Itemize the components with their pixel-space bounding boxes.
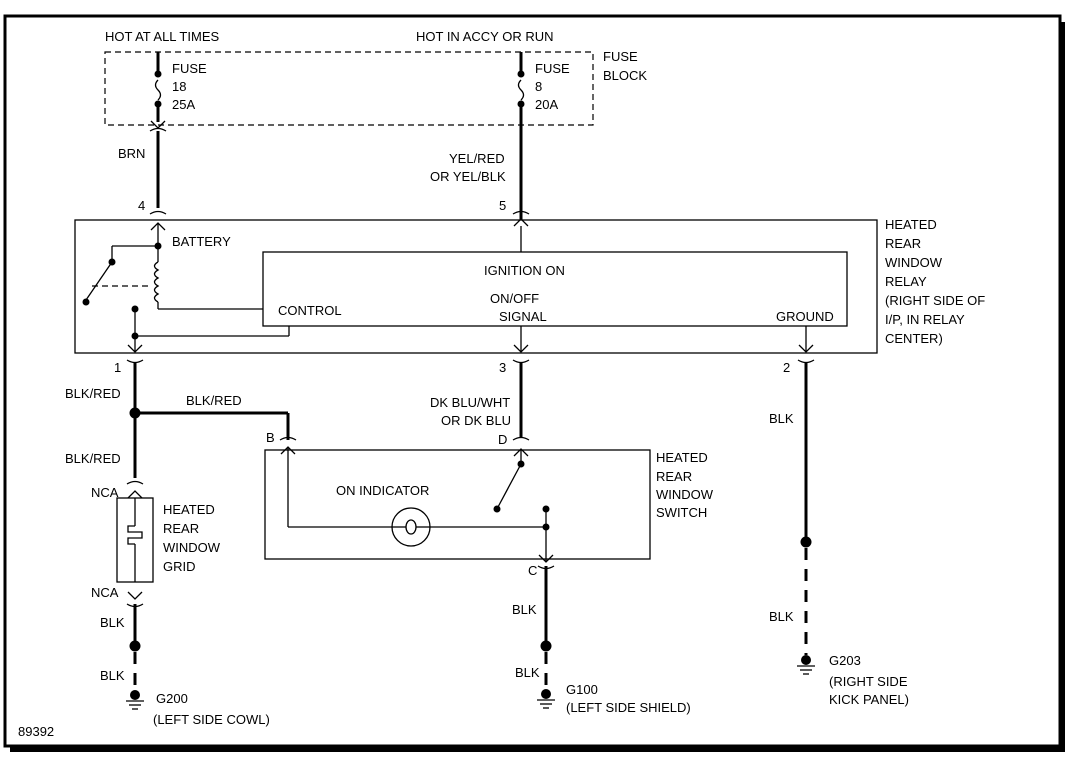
relay-label-5: (RIGHT SIDE OF <box>885 293 985 308</box>
relay-label-1: HEATED <box>885 217 937 232</box>
g100-ground-icon <box>537 689 555 709</box>
blk-red-label-2: BLK/RED <box>186 393 242 408</box>
g203-label: G203 <box>829 653 861 668</box>
fuse-8-label-3: 20A <box>535 97 558 112</box>
relay-module-box <box>262 251 848 327</box>
diagram-id: 89392 <box>18 724 54 739</box>
grid-label-3: WINDOW <box>163 540 221 555</box>
pin-5-label: 5 <box>499 198 506 213</box>
blk-red-label-3: BLK/RED <box>65 451 121 466</box>
pin-5-connector <box>512 210 530 215</box>
fuse-block-label-2: BLOCK <box>603 68 647 83</box>
nca-bottom-label: NCA <box>91 585 119 600</box>
grid-label-4: GRID <box>163 559 196 574</box>
pin-c-label: C <box>528 563 537 578</box>
fuse-8-label-2: 8 <box>535 79 542 94</box>
relay-label-3: WINDOW <box>885 255 943 270</box>
g200-location: (LEFT SIDE COWL) <box>153 712 270 727</box>
relay-label-4: RELAY <box>885 274 927 289</box>
blk-red-label-1: BLK/RED <box>65 386 121 401</box>
blk-switch-label-2: BLK <box>515 665 540 680</box>
pin-4-label: 4 <box>138 198 145 213</box>
signal-label: SIGNAL <box>499 309 547 324</box>
dk-blu-label-1: DK BLU/WHT <box>430 395 510 410</box>
switch-label-3: WINDOW <box>656 487 714 502</box>
on-indicator-lamp-icon <box>391 507 431 547</box>
fuse-18-label-1: FUSE <box>172 61 207 76</box>
pin-d-label: D <box>498 432 507 447</box>
switch-label-1: HEATED <box>656 450 708 465</box>
grid-label-1: HEATED <box>163 502 215 517</box>
hot-at-all-times-label: HOT AT ALL TIMES <box>105 29 219 44</box>
relay-label-7: CENTER) <box>885 331 943 346</box>
hot-in-accy-or-run-label: HOT IN ACCY OR RUN <box>416 29 553 44</box>
pin-3-label: 3 <box>499 360 506 375</box>
blk-grid-label-1: BLK <box>100 615 125 630</box>
fuse-18-label-2: 18 <box>172 79 186 94</box>
yel-red-label-2: OR YEL/BLK <box>430 169 506 184</box>
g100-label: G100 <box>566 682 598 697</box>
g100-location: (LEFT SIDE SHIELD) <box>566 700 691 715</box>
g203-ground-icon <box>797 655 815 675</box>
switch-box <box>264 449 651 560</box>
grid-label-2: REAR <box>163 521 199 536</box>
on-off-label: ON/OFF <box>490 291 539 306</box>
switch-label-2: REAR <box>656 469 692 484</box>
ground-label: GROUND <box>776 309 834 324</box>
fuse-18 <box>149 52 167 132</box>
nca-top-label: NCA <box>91 485 119 500</box>
fuse-block-label-1: FUSE <box>603 49 638 64</box>
on-indicator-label: ON INDICATOR <box>336 483 429 498</box>
relay-coil-and-contacts <box>82 222 290 353</box>
pin-4-connector <box>149 210 167 215</box>
fuse-8-label-1: FUSE <box>535 61 570 76</box>
fuse-block-box <box>104 51 594 126</box>
g200-label: G200 <box>156 691 188 706</box>
pin-2-label: 2 <box>783 360 790 375</box>
relay-label-6: I/P, IN RELAY <box>885 312 965 327</box>
g203-location-2: KICK PANEL) <box>829 692 909 707</box>
blk-relay-label-1: BLK <box>769 411 794 426</box>
blk-grid-label-2: BLK <box>100 668 125 683</box>
brn-label: BRN <box>118 146 145 161</box>
blk-relay-label-2: BLK <box>769 609 794 624</box>
g203-location-1: (RIGHT SIDE <box>829 674 908 689</box>
fuse-8 <box>517 52 525 220</box>
control-label: CONTROL <box>278 303 342 318</box>
fuse-18-label-3: 25A <box>172 97 195 112</box>
blk-switch-label-1: BLK <box>512 602 537 617</box>
ignition-on-label: IGNITION ON <box>484 263 565 278</box>
yel-red-label-1: YEL/RED <box>449 151 505 166</box>
switch-label-4: SWITCH <box>656 505 707 520</box>
switch-internals <box>280 446 554 563</box>
g200-ground-icon <box>126 690 144 710</box>
diagram-frame <box>3 14 1062 748</box>
pin-b-label: B <box>266 430 275 445</box>
dk-blu-label-2: OR DK BLU <box>441 413 511 428</box>
relay-box <box>74 219 878 354</box>
pin-1-label: 1 <box>114 360 121 375</box>
grid-element-icon <box>127 498 143 582</box>
battery-label: BATTERY <box>172 234 231 249</box>
relay-label-2: REAR <box>885 236 921 251</box>
